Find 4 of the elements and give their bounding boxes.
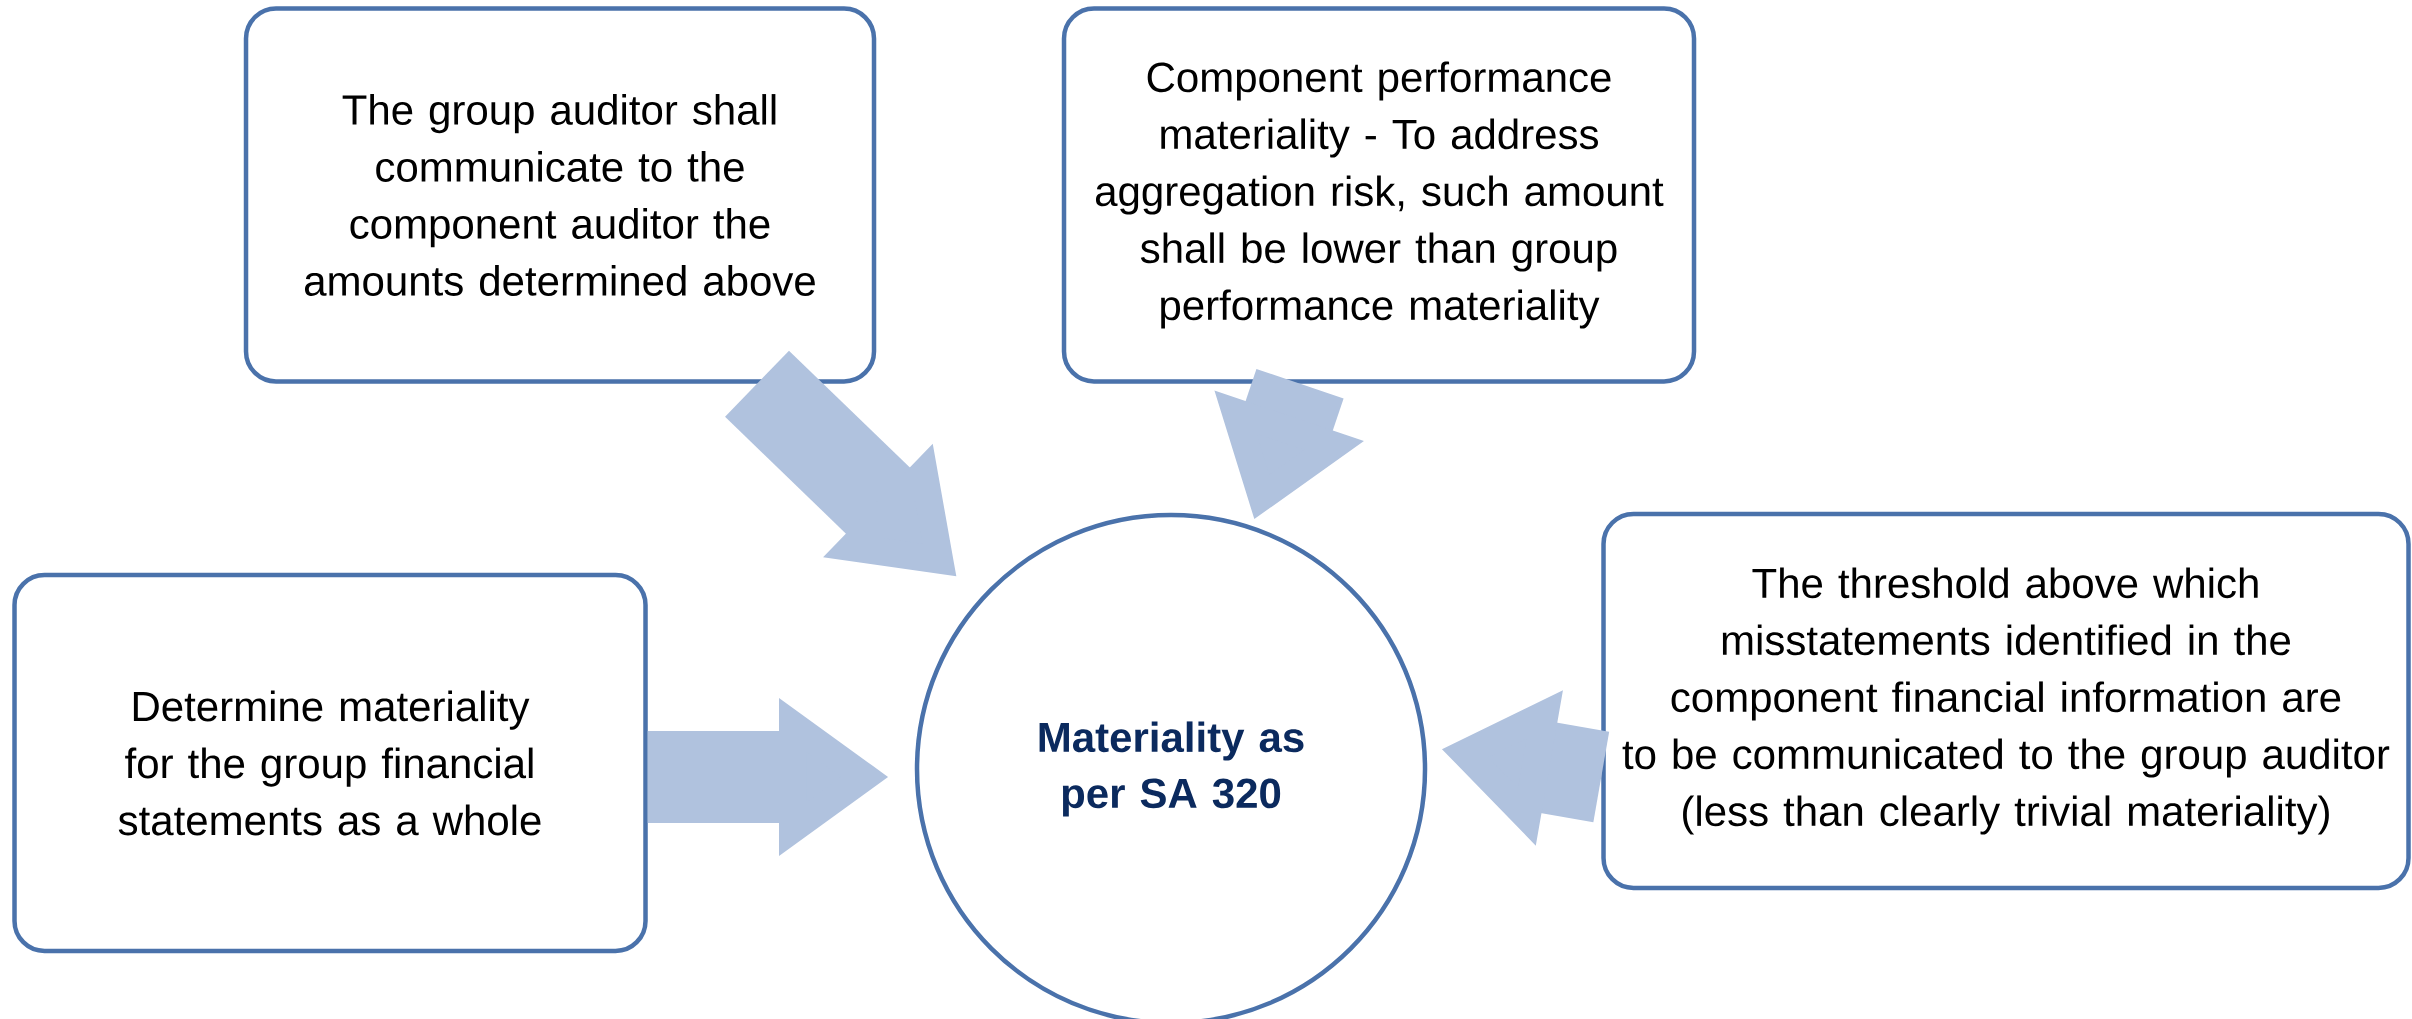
text-box: The threshold above which misstatements identified in the component financial information are to be communicated to the group auditor (less than clearly trivial materiality) <box>1601 511 2411 891</box>
text-box: Determine materiality for the group financial statements as a whole <box>12 572 648 954</box>
text-box: The group auditor shall communicate to the component auditor the amounts determined above <box>243 6 877 384</box>
text-box: Component performance materiality - To address aggregation risk, such amount shall be lower than group performance materiality <box>1061 6 1697 384</box>
